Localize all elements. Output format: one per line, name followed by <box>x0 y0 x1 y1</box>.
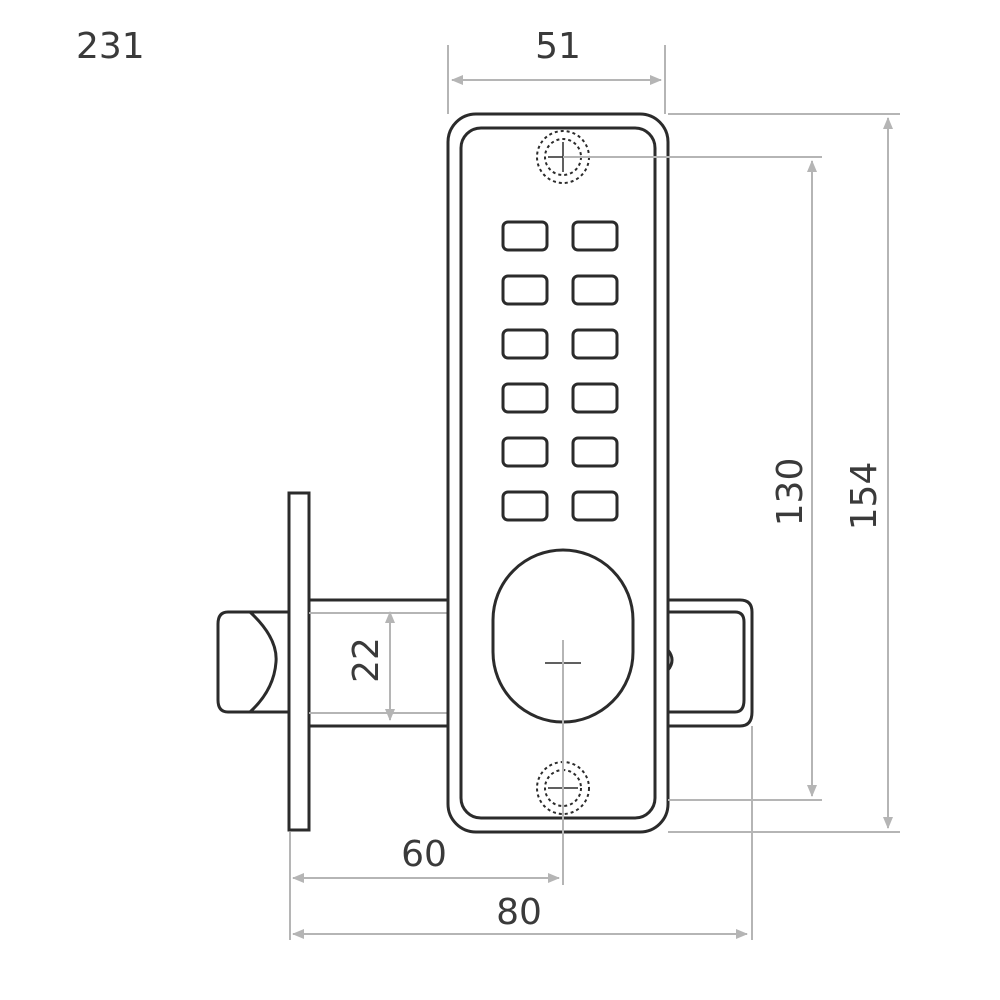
rear-housing <box>666 598 754 728</box>
dimension-bolt: 22 <box>346 611 395 721</box>
keypad-button <box>501 436 549 468</box>
keypad-button <box>501 220 549 252</box>
keypad-button <box>501 490 549 522</box>
dim-backset-label: 60 <box>401 834 447 875</box>
dim-bolt-label: 22 <box>346 637 387 683</box>
dim-overall-label: 80 <box>496 892 542 933</box>
dimension-overall: 80 <box>292 726 753 940</box>
keypad-button <box>571 490 619 522</box>
keypad-button <box>501 382 549 414</box>
latch-tube <box>309 598 448 728</box>
latch-assembly <box>216 491 448 832</box>
keypad-button <box>571 220 619 252</box>
keypad-buttons <box>501 220 619 522</box>
model-number: 231 <box>76 26 145 67</box>
dim-total-height-label: 154 <box>844 462 885 531</box>
keypad-button <box>571 436 619 468</box>
dimension-backset: 60 <box>289 832 560 940</box>
keypad-button <box>571 274 619 306</box>
keypad-button <box>571 382 619 414</box>
keypad-button <box>501 274 549 306</box>
dim-width-label: 51 <box>535 26 581 67</box>
face-plate <box>287 491 311 832</box>
dim-inner-height-label: 130 <box>770 458 811 527</box>
dimension-width: 51 <box>447 26 666 114</box>
dimension-total-height: 154 <box>668 113 900 833</box>
latch-bolt <box>216 610 290 714</box>
keypad-body <box>446 112 670 834</box>
keypad-button <box>571 328 619 360</box>
dimension-inner-height: 130 <box>563 156 822 801</box>
keypad-button <box>501 328 549 360</box>
